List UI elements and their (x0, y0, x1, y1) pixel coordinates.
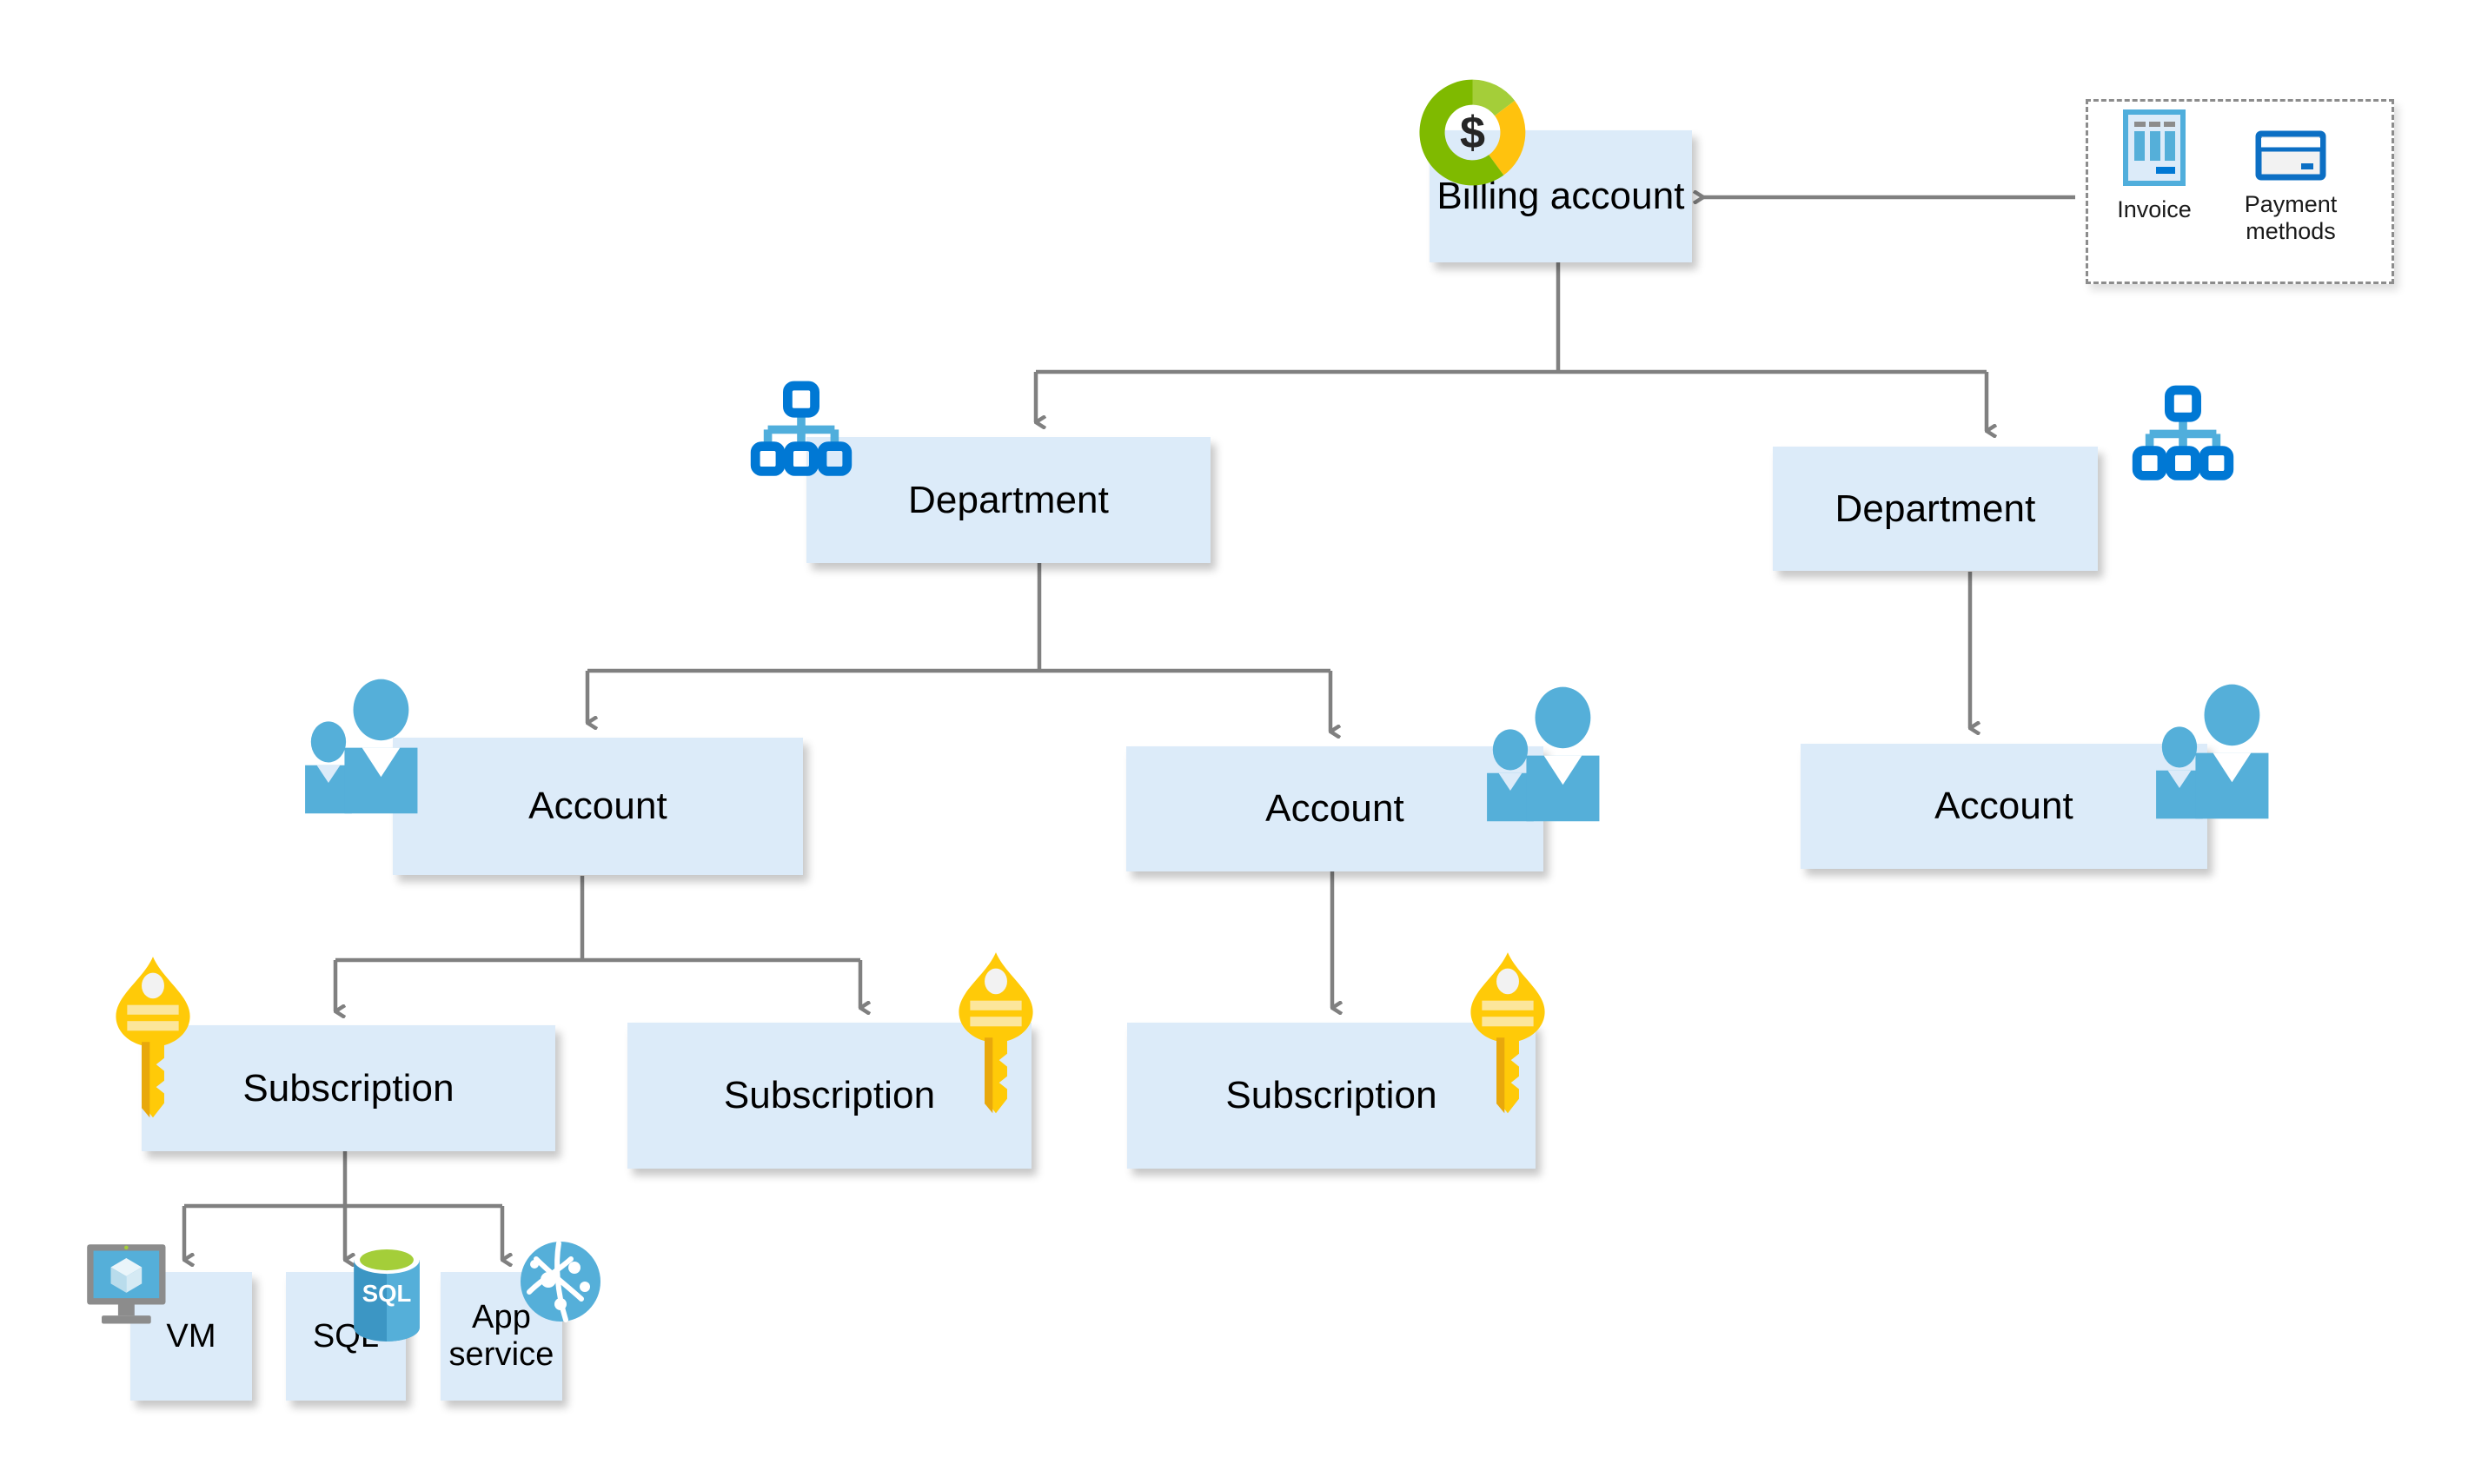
node-label: Account (1934, 785, 2073, 828)
node-billing-account[interactable]: Billing account (1430, 130, 1692, 262)
invoice-document-icon (2123, 109, 2186, 192)
node-label: Department (1834, 487, 2036, 530)
node-account-2[interactable]: Account (1126, 746, 1543, 871)
node-department-2[interactable]: Department (1773, 447, 2098, 571)
credit-card-icon (2255, 130, 2326, 187)
node-label: VM (166, 1317, 216, 1355)
invoice-icon-holder (2102, 109, 2206, 192)
invoice-item[interactable]: Invoice (2102, 109, 2206, 223)
org-chart-icon (2131, 385, 2235, 489)
node-label: Account (528, 785, 667, 828)
node-label: Subscription (242, 1066, 454, 1110)
node-label: Subscription (1225, 1074, 1437, 1117)
node-resource-vm[interactable]: VM (130, 1272, 252, 1401)
node-account-1[interactable]: Account (393, 738, 803, 875)
node-label: SQL (312, 1317, 380, 1355)
payment-panel: Invoice Payment methods (2086, 99, 2394, 284)
node-label: Subscription (723, 1074, 936, 1117)
node-label: App service (448, 1299, 554, 1373)
node-resource-sql[interactable]: SQL (286, 1272, 406, 1401)
node-department-1[interactable]: Department (806, 437, 1211, 563)
node-account-3[interactable]: Account (1801, 744, 2207, 869)
node-label: Account (1265, 787, 1404, 831)
node-subscription-1[interactable]: Subscription (142, 1025, 555, 1151)
node-subscription-3[interactable]: Subscription (1127, 1023, 1536, 1169)
payment-methods-item[interactable]: Payment methods (2217, 128, 2365, 245)
node-label: Billing account (1436, 175, 1685, 218)
node-resource-app-service[interactable]: App service (441, 1272, 562, 1401)
credit-card-icon-holder (2217, 128, 2365, 187)
node-subscription-2[interactable]: Subscription (627, 1023, 1032, 1169)
payment-methods-label: Payment methods (2244, 191, 2338, 245)
node-label: Department (908, 478, 1109, 521)
invoice-label: Invoice (2117, 196, 2192, 222)
